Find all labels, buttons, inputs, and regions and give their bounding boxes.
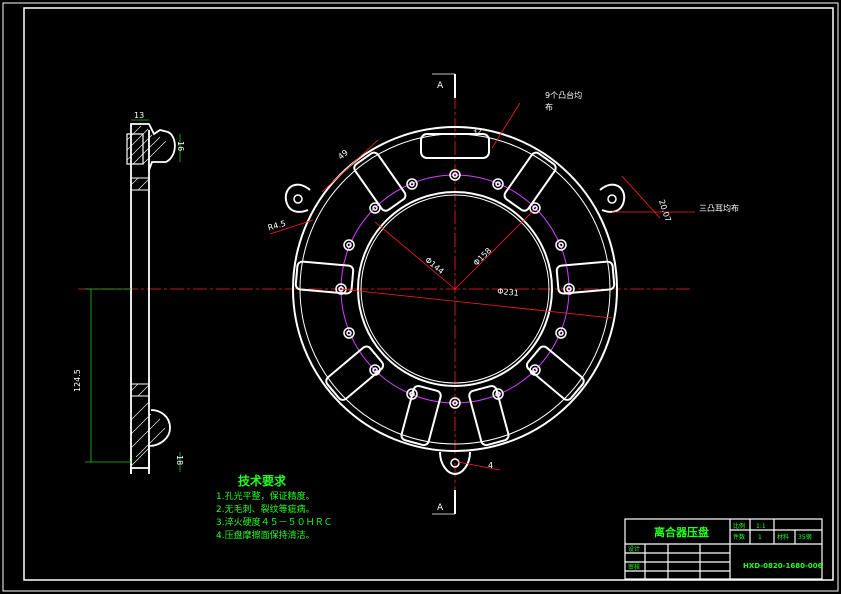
- title-row-reviewer: 审核: [628, 563, 640, 571]
- title-drawing-number: HXD-0820-1680-006: [743, 562, 823, 570]
- dim-side-top-height: 16: [176, 141, 185, 151]
- note-ears: 三凸耳均布: [699, 203, 739, 213]
- title-scale-value: 1:1: [756, 523, 766, 530]
- dimension-lines: [269, 102, 695, 471]
- dim-side-half-height: 124.5: [73, 369, 82, 392]
- note-bosses: 9个凸台均: [545, 90, 582, 100]
- tech-requirements-title: 技术要求: [238, 473, 287, 488]
- section-label-bottom: A: [437, 503, 444, 513]
- title-material-value: 35钢: [798, 533, 812, 541]
- dim-bolt-dia: Φ158: [472, 246, 494, 268]
- title-part-name: 离合器压盘: [654, 525, 709, 539]
- title-qty-value: 1: [758, 534, 762, 541]
- tech-req-item-1: 1.孔光平整，保证精度。: [216, 490, 315, 502]
- bolt-holes: [293, 169, 617, 468]
- dim-slot-length: 49: [336, 148, 350, 161]
- section-label-top: A: [437, 81, 444, 91]
- title-block: [624, 518, 823, 580]
- section-arrow-top: [432, 73, 456, 98]
- dim-side-bottom: 18: [175, 455, 184, 465]
- title-scale-label: 比例: [733, 522, 745, 530]
- dim-side-top-width: 13: [134, 111, 144, 120]
- title-material-label: 材料: [777, 533, 789, 541]
- tech-req-item-4: 4.压盘摩擦面保持清洁。: [216, 529, 315, 541]
- inner-frame: [23, 7, 834, 581]
- plate-side-view: [130, 123, 176, 474]
- title-row-designer: 设计: [628, 545, 640, 553]
- tech-req-item-2: 2.无毛刺、裂纹等疵病。: [216, 503, 315, 515]
- note-bosses-line2: 布: [545, 102, 553, 112]
- section-arrow-bottom: [432, 490, 456, 515]
- dim-bottom-boss: 4: [488, 461, 493, 470]
- side-view-hatching: [126, 125, 167, 467]
- title-qty-label: 件数: [733, 533, 745, 541]
- dim-inner-dia: Φ144: [423, 255, 445, 276]
- dim-outer-dia: Φ231: [497, 287, 519, 298]
- plate-front-view: [284, 126, 626, 476]
- side-top-flange: [126, 133, 144, 165]
- dim-top-boss: 32: [472, 127, 482, 136]
- tech-req-item-3: 3.淬火硬度４５－５０ＨＲＣ: [216, 516, 333, 528]
- center-lines: [78, 95, 692, 490]
- side-dimension-lines: [85, 119, 181, 472]
- dim-ear-offset: 20.07: [657, 198, 673, 223]
- dim-ear-radius: R4.5: [267, 219, 287, 232]
- plate-slots: [294, 151, 616, 447]
